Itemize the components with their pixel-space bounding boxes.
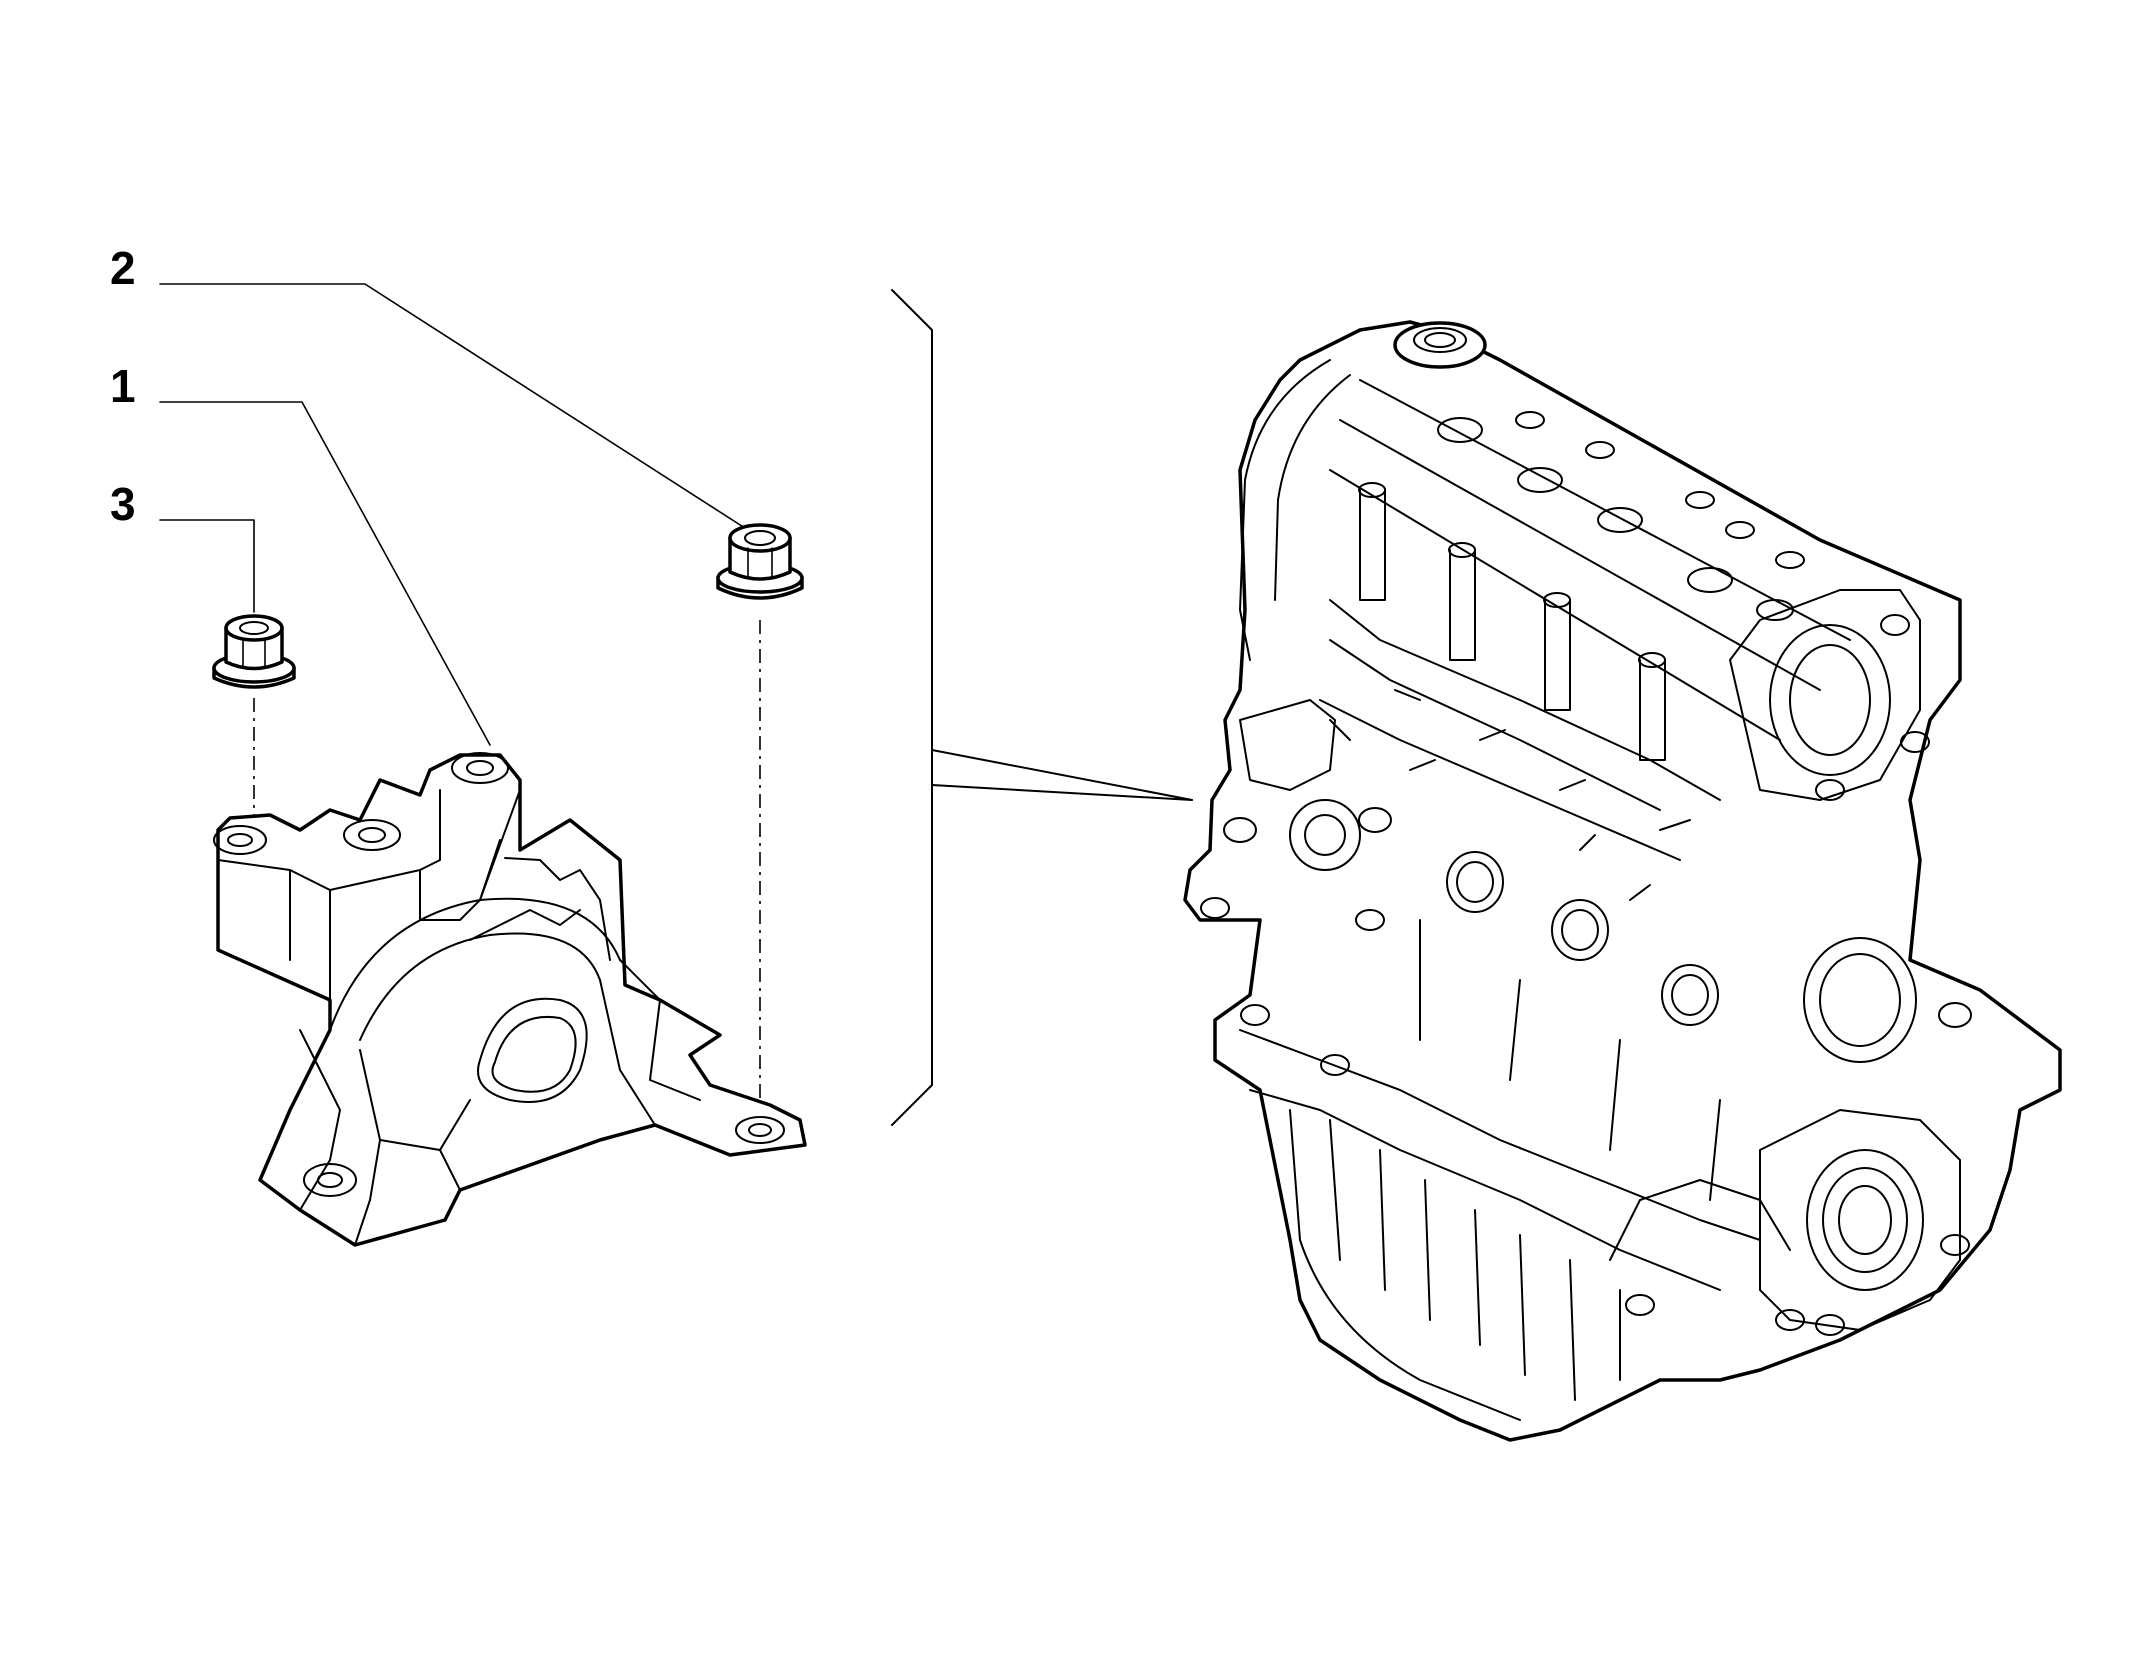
- callout-3: 3: [110, 478, 255, 613]
- callout-3-label: 3: [110, 478, 136, 530]
- engine-assembly: [1183, 320, 2062, 1442]
- injector-stands: [1358, 482, 1666, 761]
- callout-2: 2: [110, 242, 749, 531]
- assembly-bracket: [891, 289, 1193, 1126]
- manifold-studs: [1329, 689, 1691, 901]
- callout-1-label: 1: [110, 360, 136, 412]
- callout-1-leader: [159, 401, 491, 746]
- cam-cover-holes: [1437, 411, 1805, 621]
- callout-3-leader: [159, 519, 255, 613]
- callout-2-leader: [159, 283, 749, 531]
- flange-nut-large: [716, 523, 804, 600]
- callout-2-label: 2: [110, 242, 136, 294]
- engine-mount-bracket: [213, 752, 807, 1247]
- flange-nut-small: [212, 614, 296, 689]
- callout-1: 1: [110, 360, 491, 746]
